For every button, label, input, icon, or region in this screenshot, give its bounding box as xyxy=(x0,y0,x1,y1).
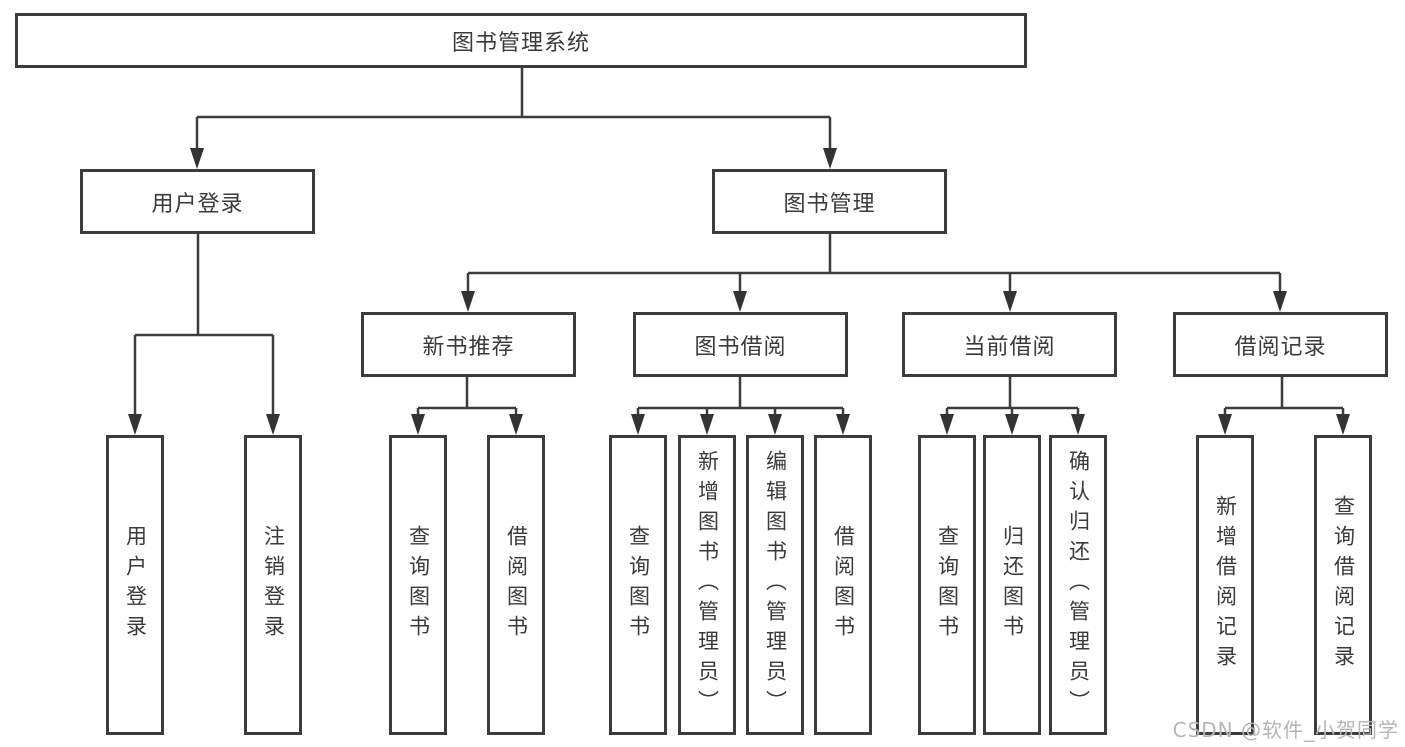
leaf-query-borrow-record: 查询借阅记录 xyxy=(1314,435,1372,735)
node-book-borrow: 图书借阅 xyxy=(633,312,848,377)
node-new-book-recommend-label: 新书推荐 xyxy=(422,334,515,360)
leaf-confirm-return-admin: 确认归还（管理员） xyxy=(1049,435,1107,735)
node-borrow-records: 借阅记录 xyxy=(1173,312,1388,377)
leaf-current-query-books: 查询图书 xyxy=(918,435,976,735)
node-book-management-label: 图书管理 xyxy=(783,191,876,217)
leaf-borrow-query-books: 查询图书 xyxy=(609,435,667,735)
node-current-borrow: 当前借阅 xyxy=(902,312,1117,377)
leaf-new-books-borrow: 借阅图书 xyxy=(487,435,545,735)
leaf-borrow-books: 借阅图书 xyxy=(814,435,872,735)
leaf-edit-books-admin: 编辑图书（管理员） xyxy=(746,435,804,735)
connector-book-management-to-level3 xyxy=(461,234,1287,312)
leaf-borrow-query-books-label: 查询图书 xyxy=(626,525,651,645)
leaf-new-books-query-label: 查询图书 xyxy=(406,525,431,645)
node-new-book-recommend: 新书推荐 xyxy=(361,312,576,377)
node-current-borrow-label: 当前借阅 xyxy=(963,334,1056,360)
node-root-system: 图书管理系统 xyxy=(15,13,1027,68)
node-user-login-label: 用户登录 xyxy=(151,191,244,217)
leaf-add-books-admin-label: 新增图书（管理员） xyxy=(695,450,720,720)
leaf-add-borrow-record-label: 新增借阅记录 xyxy=(1213,495,1238,675)
connector-new-books-to-leaves xyxy=(411,377,523,435)
leaf-current-query-books-label: 查询图书 xyxy=(935,525,960,645)
csdn-watermark: CSDN @软件_小贺同学 xyxy=(1172,718,1399,742)
leaf-user-login-label: 用户登录 xyxy=(123,525,148,645)
node-user-login: 用户登录 xyxy=(80,169,315,234)
leaf-return-books-label: 归还图书 xyxy=(1000,525,1025,645)
leaf-user-login: 用户登录 xyxy=(106,435,164,735)
leaf-add-borrow-record: 新增借阅记录 xyxy=(1196,435,1254,735)
leaf-edit-books-admin-label: 编辑图书（管理员） xyxy=(763,450,788,720)
node-book-management: 图书管理 xyxy=(712,169,947,234)
leaf-confirm-return-admin-label: 确认归还（管理员） xyxy=(1066,450,1091,720)
leaf-return-books: 归还图书 xyxy=(983,435,1041,735)
leaf-query-borrow-record-label: 查询借阅记录 xyxy=(1331,495,1356,675)
leaf-new-books-query: 查询图书 xyxy=(389,435,447,735)
connector-borrow-records-to-leaves xyxy=(1218,377,1350,435)
node-root-label: 图书管理系统 xyxy=(451,30,590,56)
leaf-logout: 注销登录 xyxy=(244,435,302,735)
node-borrow-records-label: 借阅记录 xyxy=(1234,334,1327,360)
connector-book-borrow-to-leaves xyxy=(631,377,850,435)
leaf-new-books-borrow-label: 借阅图书 xyxy=(504,525,529,645)
leaf-logout-label: 注销登录 xyxy=(261,525,286,645)
connector-root-to-level2 xyxy=(190,68,837,169)
leaf-borrow-books-label: 借阅图书 xyxy=(831,525,856,645)
connector-current-borrow-to-leaves xyxy=(940,377,1085,435)
node-book-borrow-label: 图书借阅 xyxy=(694,334,787,360)
leaf-add-books-admin: 新增图书（管理员） xyxy=(678,435,736,735)
connector-user-login-to-leaves xyxy=(128,234,280,435)
